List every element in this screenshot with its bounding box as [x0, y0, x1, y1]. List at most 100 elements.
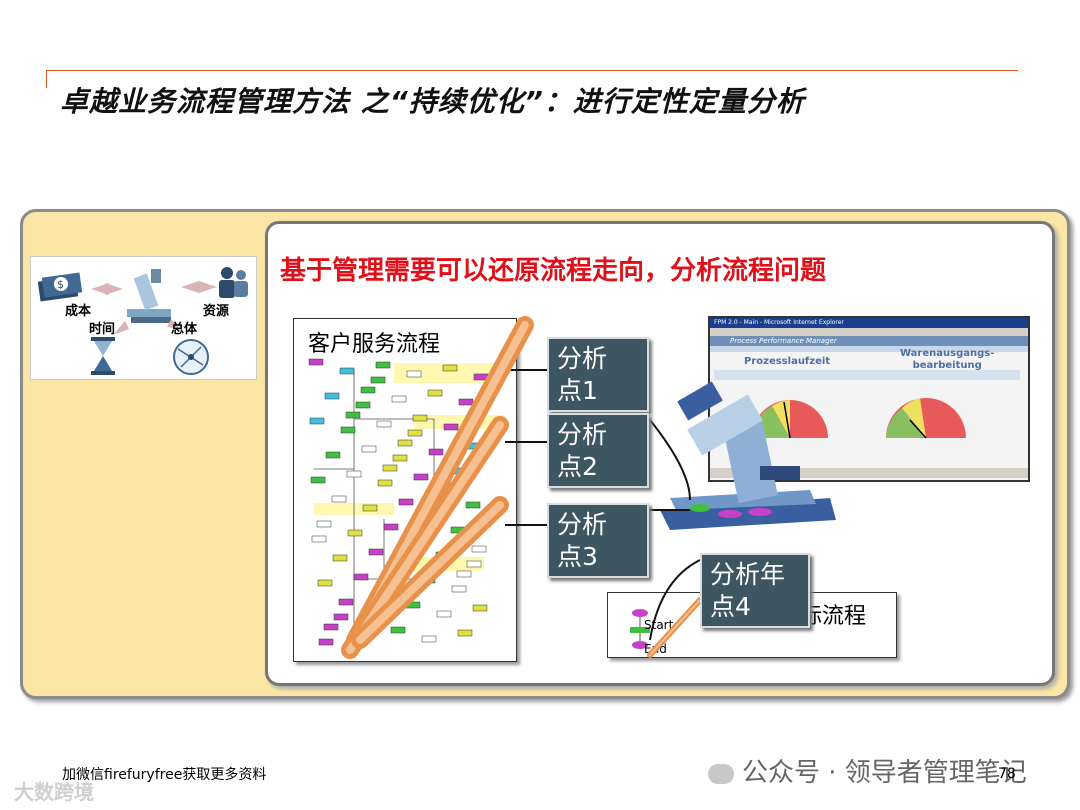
flow-node [428, 390, 442, 396]
analysis-point-2: 分析 点2 [547, 413, 649, 488]
flow-node [474, 374, 488, 380]
flow-node [452, 586, 466, 592]
flow-node [311, 477, 325, 483]
flow-node [369, 549, 383, 555]
flow-node [333, 555, 347, 561]
microscope-icon [127, 269, 171, 323]
flow-node [363, 505, 377, 511]
analysis-point-3-label: 分析 点3 [557, 510, 607, 571]
time-label: 时间 [89, 321, 115, 337]
network-globe-icon [174, 340, 208, 374]
flow-node [324, 624, 338, 630]
flow-node [406, 602, 420, 608]
flow-node [340, 368, 354, 374]
flow-node [436, 552, 450, 558]
customer-service-flow-diagram [293, 318, 517, 662]
flow-node [318, 580, 332, 586]
flow-node [325, 393, 339, 399]
hourglass-icon [91, 337, 115, 375]
flow-node [312, 536, 326, 542]
flow-node [392, 396, 406, 402]
flow-node [458, 630, 472, 636]
flow-node [443, 365, 457, 371]
svg-text:$: $ [57, 278, 64, 291]
flow-node [384, 524, 398, 530]
flow-node [473, 605, 487, 611]
flow-node [334, 614, 348, 620]
slide-title: 卓越业务流程管理方法 之“持续优化”：进行定性定量分析 [60, 80, 805, 120]
flow-node [400, 558, 414, 564]
title-rule [46, 70, 1018, 71]
flow-node [414, 474, 428, 480]
flow-node [309, 359, 323, 365]
flow-node [435, 493, 449, 499]
flow-node [346, 412, 360, 418]
overall-label: 总体 [171, 321, 198, 337]
flow-node [445, 483, 459, 489]
footer-account: 公众号 · 领导者管理笔记 [708, 752, 1027, 789]
flow-node [339, 599, 353, 605]
flow-node [472, 546, 486, 552]
mini-flow-start: Start [644, 618, 674, 632]
flow-node [437, 611, 451, 617]
flow-node [420, 518, 434, 524]
flow-node [371, 377, 385, 383]
watermark: 大数跨境 [14, 776, 94, 805]
flow-node [450, 468, 464, 474]
flow-chart-graphic [294, 319, 516, 661]
cost-label: 成本 [65, 303, 91, 319]
footer-account-label: 公众号 · 领导者管理笔记 [742, 758, 1027, 788]
flow-node [362, 446, 376, 452]
chart2-title: Warenausgangs- bearbeitung [900, 348, 994, 372]
flow-node [413, 415, 427, 421]
flow-node [399, 499, 413, 505]
flow-node [408, 430, 422, 436]
flow-node [422, 636, 436, 642]
flow-node [356, 402, 370, 408]
flow-node [391, 627, 405, 633]
flow-node [429, 449, 443, 455]
flow-node [378, 480, 392, 486]
flow-node [393, 455, 407, 461]
section-heading: 基于管理需要可以还原流程走向，分析流程问题 [280, 250, 826, 287]
flow-node [376, 362, 390, 368]
title-rule-tick [46, 70, 47, 88]
flow-node [415, 533, 429, 539]
wechat-icon [708, 764, 734, 784]
flow-node [326, 452, 340, 458]
flow-node [459, 399, 473, 405]
flow-node [377, 421, 391, 427]
microscope-illustration [640, 380, 840, 540]
flow-node [348, 530, 362, 536]
flow-node [341, 427, 355, 433]
flow-node [467, 561, 481, 567]
chart1-title: Prozesslaufzeit [744, 356, 830, 367]
analysis-point-1: 分析 点1 [547, 337, 649, 412]
flow-node [332, 496, 346, 502]
page-number: 78 [998, 766, 1016, 782]
analysis-point-4: 分析年 点4 [700, 553, 810, 628]
flow-node [466, 502, 480, 508]
flow-node [407, 371, 421, 377]
flow-node [398, 440, 412, 446]
flow-node [319, 639, 333, 645]
analysis-point-3: 分析 点3 [547, 503, 649, 578]
flow-node [444, 424, 458, 430]
flow-node [385, 583, 399, 589]
flow-node [421, 577, 435, 583]
dimension-icons-graphic: $ [31, 257, 256, 379]
flow-node [310, 418, 324, 424]
resource-label: 资源 [203, 303, 229, 319]
flow-node [317, 521, 331, 527]
flow-node [457, 571, 471, 577]
money-icon: $ [38, 272, 82, 301]
window-title: FPM 2.0 - Main - Microsoft Internet Expl… [710, 318, 1028, 328]
flow-node [347, 471, 361, 477]
flow-node [354, 574, 368, 580]
flow-node [430, 508, 444, 514]
app-title: Process Performance Manager [710, 336, 1028, 346]
analysis-point-4-label: 分析年 点4 [710, 560, 785, 621]
flow-node [451, 527, 465, 533]
people-icon [219, 267, 248, 298]
analysis-point-2-label: 分析 点2 [557, 420, 607, 481]
